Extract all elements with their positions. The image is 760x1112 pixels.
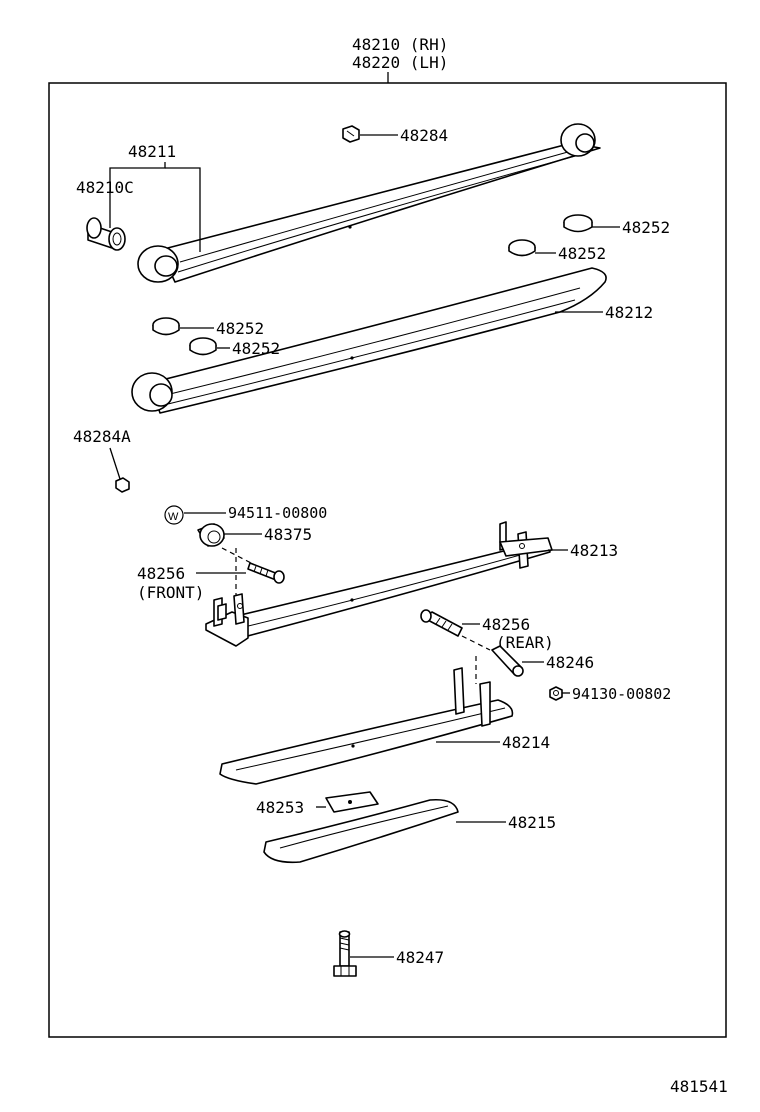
label-48284: 48284: [400, 126, 448, 145]
pad-48252-c: [152, 317, 180, 336]
label-48210c: 48210C: [76, 178, 134, 197]
leader-48211-bushing: [109, 162, 166, 228]
dash-rear-bolt: [461, 635, 491, 651]
leader-48284a: [109, 447, 121, 480]
label-48212: 48212: [605, 303, 653, 322]
label-48375: 48375: [264, 525, 312, 544]
leaf-48215: [263, 798, 459, 864]
label-48256-rear: 48256: [482, 615, 530, 634]
label-48253: 48253: [256, 798, 304, 817]
bolt-48256-rear: [420, 609, 463, 637]
pad-48252-d: [189, 337, 217, 356]
leaf-48213: [205, 521, 553, 647]
assembly-lh-label: 48220 (LH): [352, 53, 448, 72]
leaf-48214: [219, 667, 514, 785]
assembly-rh-label: 48210 (RH): [352, 35, 448, 54]
label-48247: 48247: [396, 948, 444, 967]
bushing-48210c: [86, 217, 126, 251]
leader-48211-leaf: [165, 167, 201, 252]
pad-48253: [325, 791, 379, 813]
bushing-48375: [197, 523, 225, 547]
washer-symbol-icon: W: [164, 505, 184, 525]
label-48252-d: 48252: [232, 339, 280, 358]
pad-48252-a: [563, 214, 593, 233]
center-bolt-48247: [333, 930, 357, 977]
assembly-frame: [48, 82, 727, 1038]
label-rear-note: (REAR): [496, 633, 554, 652]
label-48284a: 48284A: [73, 427, 131, 446]
nut-48284a: [115, 477, 130, 493]
label-48215: 48215: [508, 813, 556, 832]
nut-48284: [342, 125, 360, 143]
label-48252-a: 48252: [622, 218, 670, 237]
bolt-48256-front: [247, 562, 285, 584]
illustration-number: 481541: [670, 1077, 728, 1096]
nut-94130-00802: [549, 686, 563, 701]
main-leaf-48211: [137, 123, 601, 283]
label-48214: 48214: [502, 733, 550, 752]
label-48213: 48213: [570, 541, 618, 560]
svg-text:W: W: [168, 511, 179, 523]
label-94511-00800: 94511-00800: [228, 504, 327, 522]
label-94130-00802: 94130-00802: [572, 685, 671, 703]
label-front-note: (FRONT): [137, 583, 204, 602]
label-48252-c: 48252: [216, 319, 264, 338]
label-48256-front: 48256: [137, 564, 185, 583]
pin-48246: [491, 645, 524, 677]
label-48211: 48211: [128, 142, 176, 161]
dash-bushing-bolt: [221, 547, 256, 566]
leaf-48212: [131, 267, 607, 414]
label-48252-b: 48252: [558, 244, 606, 263]
label-48246: 48246: [546, 653, 594, 672]
pad-48252-b: [508, 239, 536, 257]
